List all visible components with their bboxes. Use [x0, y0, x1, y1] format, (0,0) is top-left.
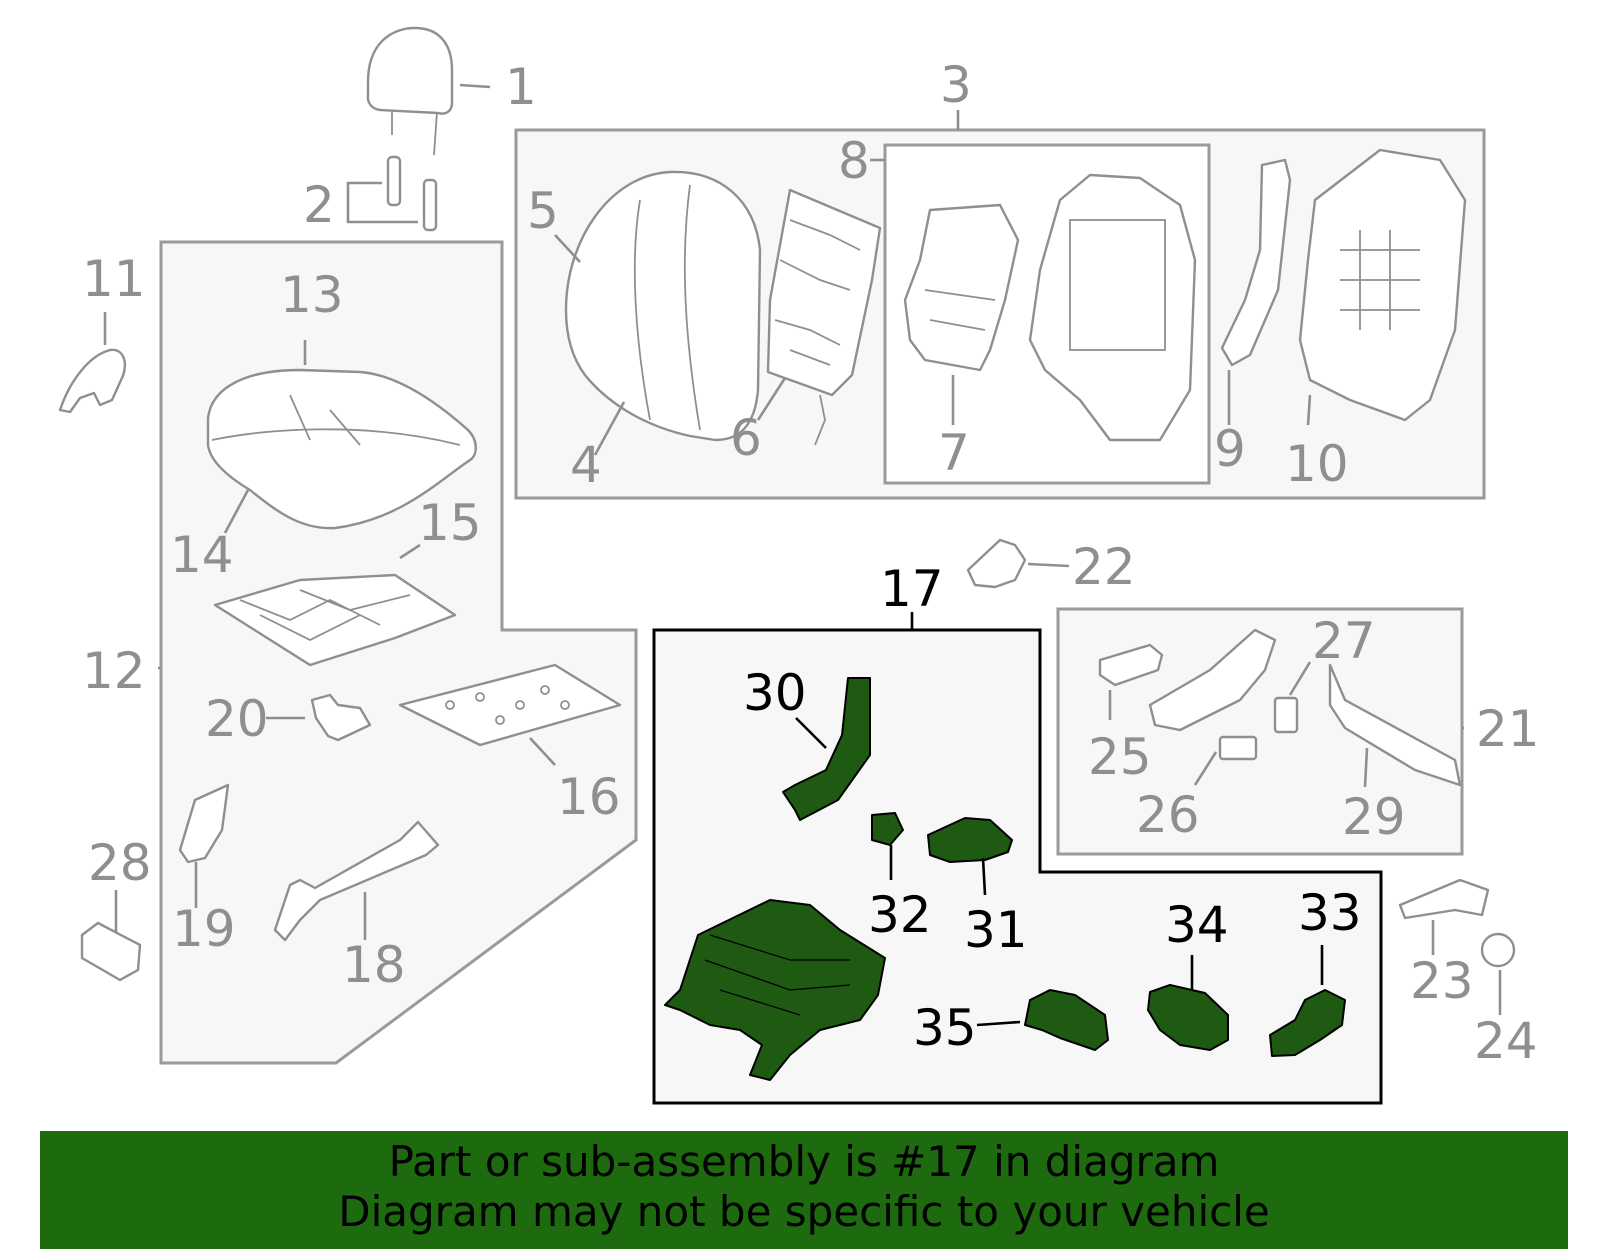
callout-32[interactable]: 32	[868, 886, 932, 944]
knob-27-part	[1273, 696, 1299, 734]
part-19-shape	[178, 783, 230, 864]
seatback-cover-part	[564, 170, 762, 442]
motor-34-part[interactable]	[1147, 984, 1229, 1051]
callout-5: 5	[527, 182, 559, 240]
callout-6: 6	[730, 409, 762, 467]
callout-30[interactable]: 30	[743, 664, 807, 722]
callout-10: 10	[1285, 435, 1349, 493]
callout-29: 29	[1342, 788, 1406, 846]
callout-7: 7	[938, 424, 970, 482]
callout-26: 26	[1136, 786, 1200, 844]
motor-33-part[interactable]	[1269, 989, 1346, 1057]
callout-16: 16	[557, 768, 621, 826]
callout-1: 1	[505, 58, 537, 116]
callout-33[interactable]: 33	[1298, 884, 1362, 942]
knob-26-part	[1218, 735, 1258, 761]
callout-28: 28	[88, 834, 152, 892]
callout-31[interactable]: 31	[964, 901, 1028, 959]
callout-19: 19	[172, 900, 236, 958]
part-22-shape	[966, 538, 1027, 589]
callout-3: 3	[940, 56, 972, 114]
callout-23: 23	[1410, 952, 1474, 1010]
module-7-part	[903, 203, 1020, 372]
callout-4: 4	[570, 436, 602, 494]
callout-34[interactable]: 34	[1165, 896, 1229, 954]
info-banner: Part or sub-assembly is #17 in diagram D…	[40, 1131, 1568, 1249]
callout-25: 25	[1088, 728, 1152, 786]
callout-14: 14	[170, 526, 234, 584]
side-cover-18-part	[273, 820, 440, 942]
callout-13: 13	[280, 266, 344, 324]
headrest-guide-part	[386, 155, 438, 232]
seatback-heater-mat-part	[766, 188, 882, 446]
callout-24: 24	[1474, 1012, 1538, 1070]
callout-22: 22	[1072, 538, 1136, 596]
callout-18: 18	[342, 936, 406, 994]
lever-31-part[interactable]	[927, 817, 1013, 863]
switch-bezel-25-part	[1098, 643, 1164, 687]
callout-20: 20	[205, 690, 269, 748]
clip-24-part	[1480, 932, 1516, 968]
seat-pan-part	[398, 663, 622, 747]
callout-9: 9	[1214, 420, 1246, 478]
seat-heater-mat-part	[213, 573, 457, 667]
callout-21: 21	[1476, 700, 1540, 758]
callout-35[interactable]: 35	[913, 999, 977, 1057]
callout-11: 11	[82, 250, 146, 308]
switch-cover-21-part	[1148, 628, 1277, 732]
callout-2: 2	[303, 176, 335, 234]
motor-35-part[interactable]	[1024, 989, 1109, 1051]
bracket-20-part	[310, 693, 372, 742]
callout-27: 27	[1312, 612, 1376, 670]
cover-23-part	[1398, 878, 1490, 920]
seat-track-frame-part[interactable]	[664, 899, 886, 1081]
small-bracket-32-part[interactable]	[871, 812, 904, 846]
side-panel-9-part	[1220, 158, 1292, 367]
callout-12: 12	[82, 642, 146, 700]
seat-cushion-part	[206, 368, 477, 530]
callout-labels: 1 2 3 4 5 6 7 8 9 10 11 12 13 14 15 16 1…	[82, 56, 1540, 1070]
banner-line-1: Part or sub-assembly is #17 in diagram	[388, 1137, 1220, 1186]
callout-15: 15	[418, 494, 482, 552]
part-11-shape	[58, 348, 126, 414]
highlighted-parts[interactable]	[664, 677, 1346, 1081]
headrest-part	[366, 26, 454, 156]
callout-8: 8	[838, 132, 870, 190]
part-28-shape	[80, 921, 142, 982]
trim-29-part	[1328, 663, 1462, 787]
seatback-frame-part	[1028, 173, 1197, 442]
callout-17[interactable]: 17	[880, 560, 944, 618]
leader-lines	[103, 83, 1502, 1027]
back-board-10-part	[1298, 148, 1467, 422]
banner-line-2: Diagram may not be specific to your vehi…	[338, 1187, 1270, 1236]
bracket-30-part[interactable]	[782, 677, 871, 821]
